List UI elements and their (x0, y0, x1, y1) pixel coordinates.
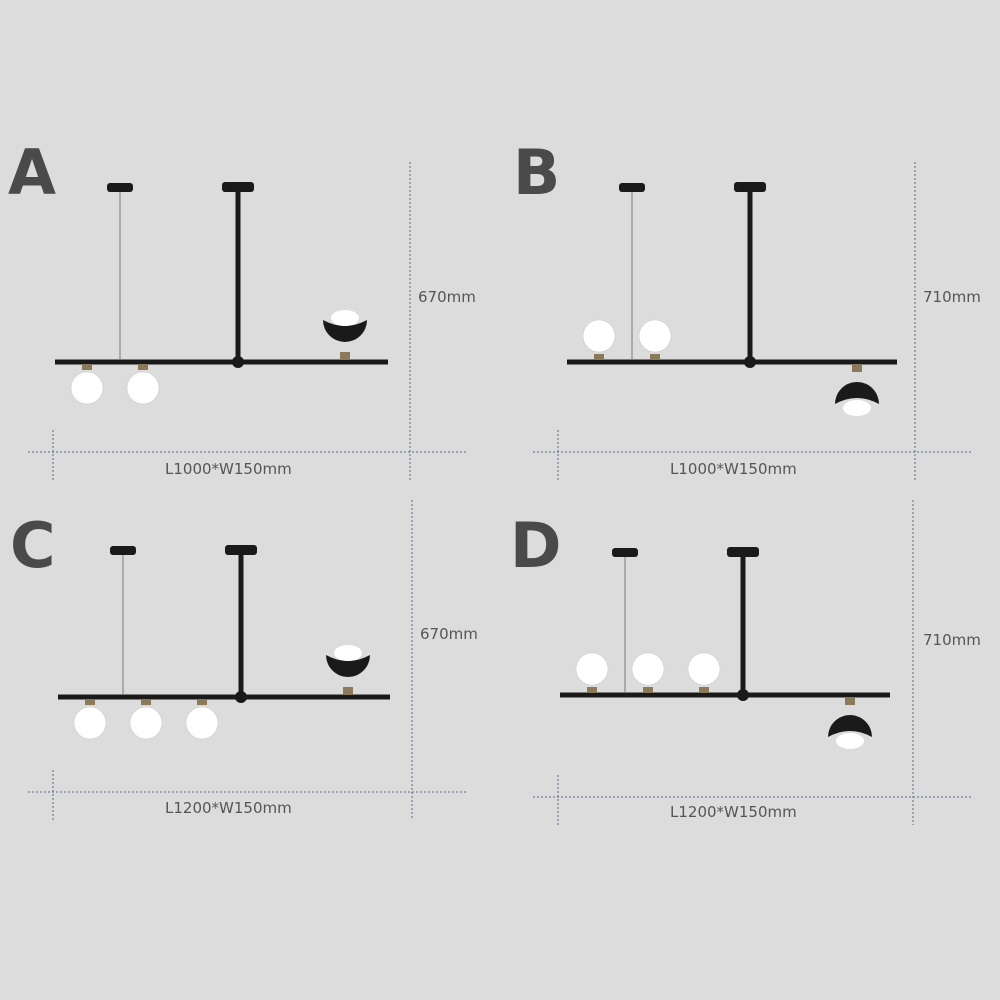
globe-socket (650, 354, 660, 360)
horizontal-bar (58, 694, 390, 700)
globe-socket (138, 364, 148, 370)
glass-globe (582, 319, 616, 353)
cable-canopy (619, 183, 645, 192)
variant-a-height-label: 670mm (418, 288, 476, 306)
glass-globe (126, 371, 160, 405)
shade-socket (852, 364, 862, 372)
suspension-rod (235, 192, 241, 362)
glass-globe (631, 652, 665, 686)
globe-socket (141, 699, 151, 705)
rod-canopy (727, 547, 759, 557)
variant-c-fixture (28, 500, 468, 820)
rod-joint (744, 356, 756, 368)
variant-d-letter: D (510, 509, 562, 582)
rod-joint (235, 691, 247, 703)
suspension-rod (740, 557, 746, 695)
shade-bulb (836, 733, 864, 749)
shade-bulb (331, 310, 359, 326)
shade-socket (845, 697, 855, 705)
glass-globe (70, 371, 104, 405)
cable-canopy (110, 546, 136, 555)
variant-d-size-label: L1200*W150mm (670, 803, 797, 821)
shade-socket (340, 352, 350, 360)
shade-bulb (843, 400, 871, 416)
rod-joint (232, 356, 244, 368)
glass-globe (185, 706, 219, 740)
cable-canopy (107, 183, 133, 192)
variant-d-height-label: 710mm (923, 631, 981, 649)
variant-b-letter: B (513, 136, 561, 209)
variant-b-height-label: 710mm (923, 288, 981, 306)
variant-d-panel: D 710mm L1200*W150mm (505, 500, 1000, 835)
suspension-rod (747, 192, 753, 362)
variant-a-letter: A (8, 136, 56, 209)
globe-socket (587, 687, 597, 693)
globe-socket (699, 687, 709, 693)
dome-shade (828, 715, 872, 737)
rod-canopy (222, 182, 254, 192)
globe-socket (197, 699, 207, 705)
globe-socket (82, 364, 92, 370)
variant-a-panel: A 670mm L1000*W150mm (0, 130, 500, 480)
dome-shade (326, 655, 370, 677)
horizontal-bar (55, 359, 388, 365)
dome-shade (835, 382, 879, 404)
globe-socket (643, 687, 653, 693)
variant-d-fixture (533, 500, 973, 825)
variant-a-fixture (28, 162, 468, 480)
globe-socket (594, 354, 604, 360)
variant-c-size-label: L1200*W150mm (165, 799, 292, 817)
cable-canopy (612, 548, 638, 557)
shade-bulb (334, 645, 362, 661)
glass-globe (638, 319, 672, 353)
globe-socket (85, 699, 95, 705)
variant-b-panel: B 710mm L1000*W150mm (505, 130, 1000, 480)
horizontal-bar (560, 692, 890, 698)
dome-shade (323, 320, 367, 342)
variant-c-panel: C 670mm L1200*W150mm (0, 500, 500, 835)
suspension-rod (238, 555, 244, 697)
rod-canopy (225, 545, 257, 555)
glass-globe (129, 706, 163, 740)
variant-c-height-label: 670mm (420, 625, 478, 643)
glass-globe (687, 652, 721, 686)
variant-a-size-label: L1000*W150mm (165, 460, 292, 478)
variant-b-fixture (533, 162, 973, 480)
rod-canopy (734, 182, 766, 192)
horizontal-bar (567, 359, 897, 365)
variant-b-size-label: L1000*W150mm (670, 460, 797, 478)
glass-globe (575, 652, 609, 686)
rod-joint (737, 689, 749, 701)
shade-socket (343, 687, 353, 695)
glass-globe (73, 706, 107, 740)
variant-c-letter: C (10, 509, 56, 582)
